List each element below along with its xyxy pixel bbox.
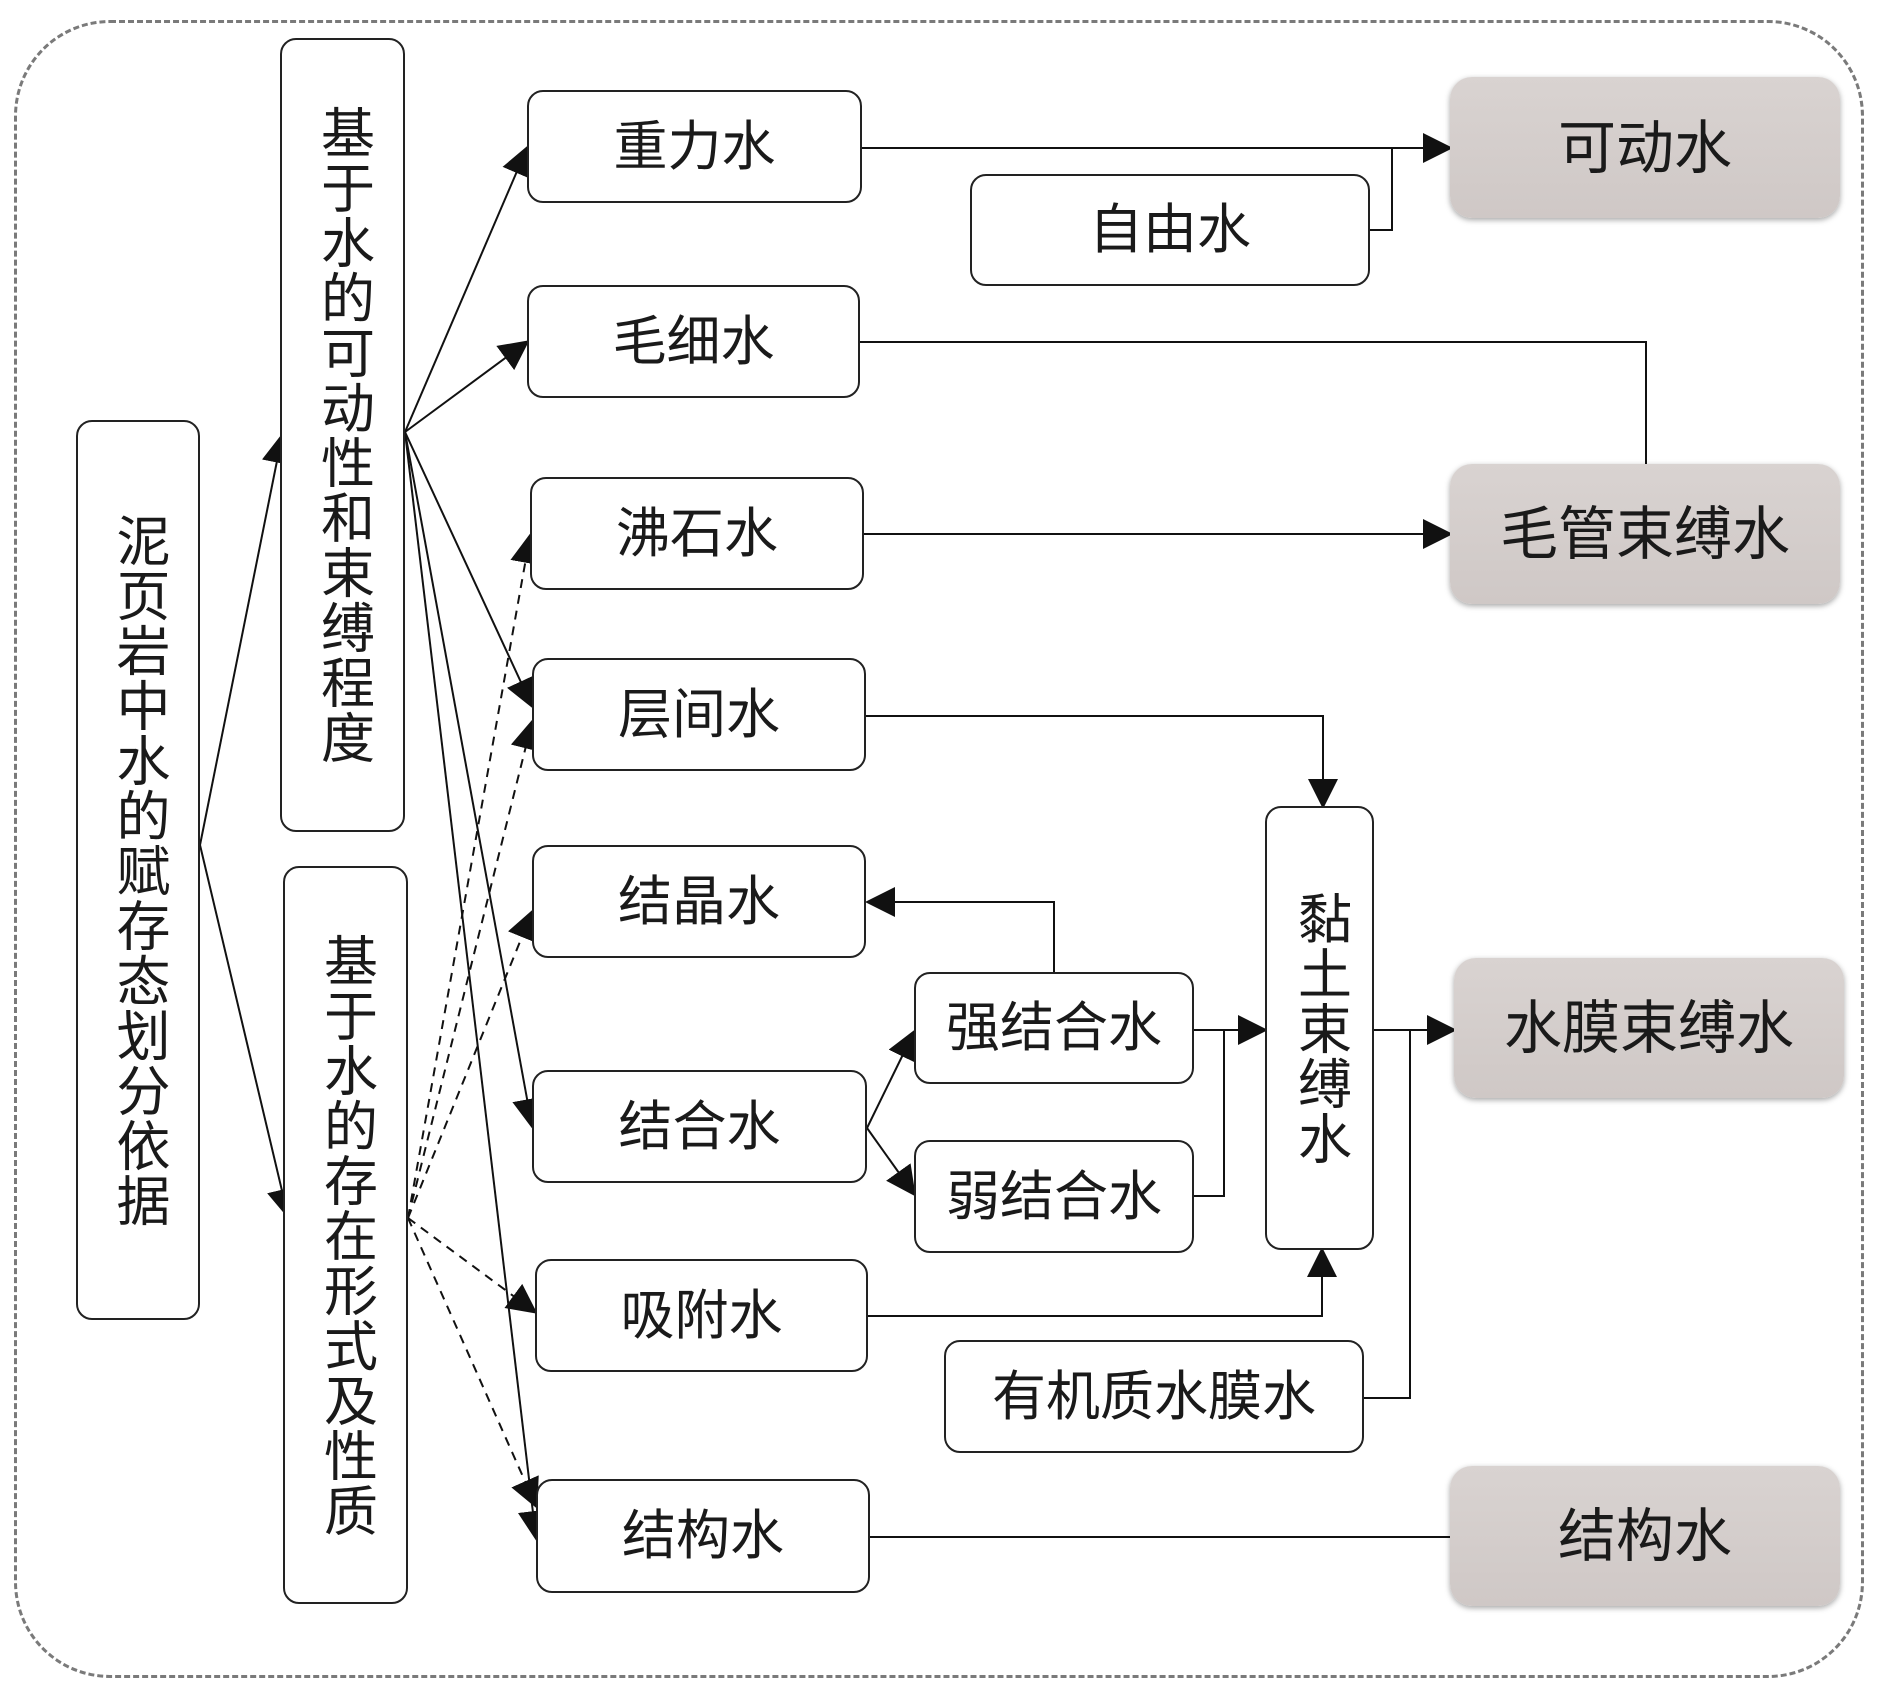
- zeolite-water-label: 沸石水: [616, 501, 778, 565]
- weak-bound-water-label: 弱结合水: [946, 1164, 1162, 1228]
- edge-form-interlayer: [407, 719, 541, 1219]
- edge-bound-weak: [866, 1127, 916, 1197]
- edge-adsorbed-clay: [868, 1247, 1337, 1317]
- strong-bound-water-label: 强结合水: [946, 996, 1162, 1059]
- edge-mob-gravity: [404, 145, 531, 433]
- edge-strong-crystal: [865, 887, 1055, 972]
- category-capillary-bound-water: 毛管束缚水: [1450, 464, 1840, 604]
- node-weak-bound-water: 弱结合水: [914, 1140, 1194, 1253]
- edge-root-form: [199, 844, 297, 1219]
- node-structural-water: 结构水: [536, 1479, 870, 1593]
- structural-water-label: 结构水: [622, 1504, 784, 1567]
- bound-water-label: 结合水: [618, 1094, 781, 1158]
- capillary-water-label: 毛细水: [612, 309, 775, 373]
- dashed-frame: [14, 20, 1864, 1678]
- edge-form-adsorbed: [407, 1217, 538, 1314]
- edge-root-mobility: [199, 433, 292, 846]
- category-film-bound-water: 水膜束缚水: [1454, 958, 1844, 1098]
- adsorbed-water-label: 吸附水: [620, 1283, 783, 1347]
- crystal-water-label: 结晶水: [618, 869, 780, 933]
- category-movable-water: 可动水: [1450, 77, 1840, 218]
- edge-capillary-capbound: [860, 341, 1647, 464]
- film-bound-water-label: 水膜束缚水: [1503, 994, 1794, 1062]
- root-label: 泥页岩中水的赋存态划分依据: [107, 512, 170, 1228]
- free-water-label: 自由水: [1089, 198, 1251, 261]
- gravity-water-label: 重力水: [613, 114, 776, 178]
- edge-form-zeolite: [407, 533, 541, 1219]
- node-bound-water: 结合水: [532, 1070, 867, 1183]
- node-organic-film-water: 有机质水膜水: [944, 1340, 1364, 1453]
- node-clay-bound-water: 黏土束缚水: [1265, 806, 1374, 1250]
- criterion-form-node: 基于水的存在形式及性质: [283, 866, 408, 1604]
- edge-mob-bound: [404, 431, 542, 1129]
- edge-organic-filmbound: [1364, 1030, 1411, 1399]
- edge-mob-capillary: [404, 340, 530, 433]
- criterion-mobility-label: 基于水的可动性和束缚程度: [311, 105, 375, 765]
- node-adsorbed-water: 吸附水: [535, 1259, 868, 1372]
- node-capillary-water: 毛细水: [527, 285, 860, 398]
- movable-water-label: 可动水: [1557, 113, 1732, 182]
- capillary-bound-water-label: 毛管束缚水: [1499, 500, 1790, 568]
- edge-form-structural: [407, 1217, 539, 1509]
- organic-film-water-label: 有机质水膜水: [992, 1364, 1316, 1428]
- edge-mob-structural: [404, 431, 548, 1541]
- node-zeolite-water: 沸石水: [530, 477, 864, 590]
- node-crystal-water: 结晶水: [532, 845, 866, 958]
- edge-bound-strong: [866, 1029, 916, 1129]
- edge-free-movable: [1370, 148, 1393, 231]
- criterion-form-label: 基于水的存在形式及性质: [314, 932, 378, 1538]
- category-structural-water: 结构水: [1450, 1466, 1840, 1606]
- node-interlayer-water: 层间水: [532, 658, 866, 771]
- criterion-mobility-node: 基于水的可动性和束缚程度: [280, 38, 405, 832]
- clay-bound-water-label: 黏土束缚水: [1288, 890, 1352, 1166]
- node-strong-bound-water: 强结合水: [914, 972, 1194, 1084]
- structural-category-label: 结构水: [1557, 1502, 1732, 1570]
- interlayer-water-label: 层间水: [618, 682, 780, 746]
- node-gravity-water: 重力水: [527, 90, 862, 203]
- edge-interlayer-clay: [866, 715, 1338, 809]
- edge-form-crystal: [407, 909, 536, 1219]
- node-free-water: 自由水: [970, 174, 1370, 286]
- root-node: 泥页岩中水的赋存态划分依据: [76, 420, 200, 1320]
- edge-mob-interlayer: [404, 431, 535, 709]
- edge-weak-clay: [1194, 1030, 1225, 1197]
